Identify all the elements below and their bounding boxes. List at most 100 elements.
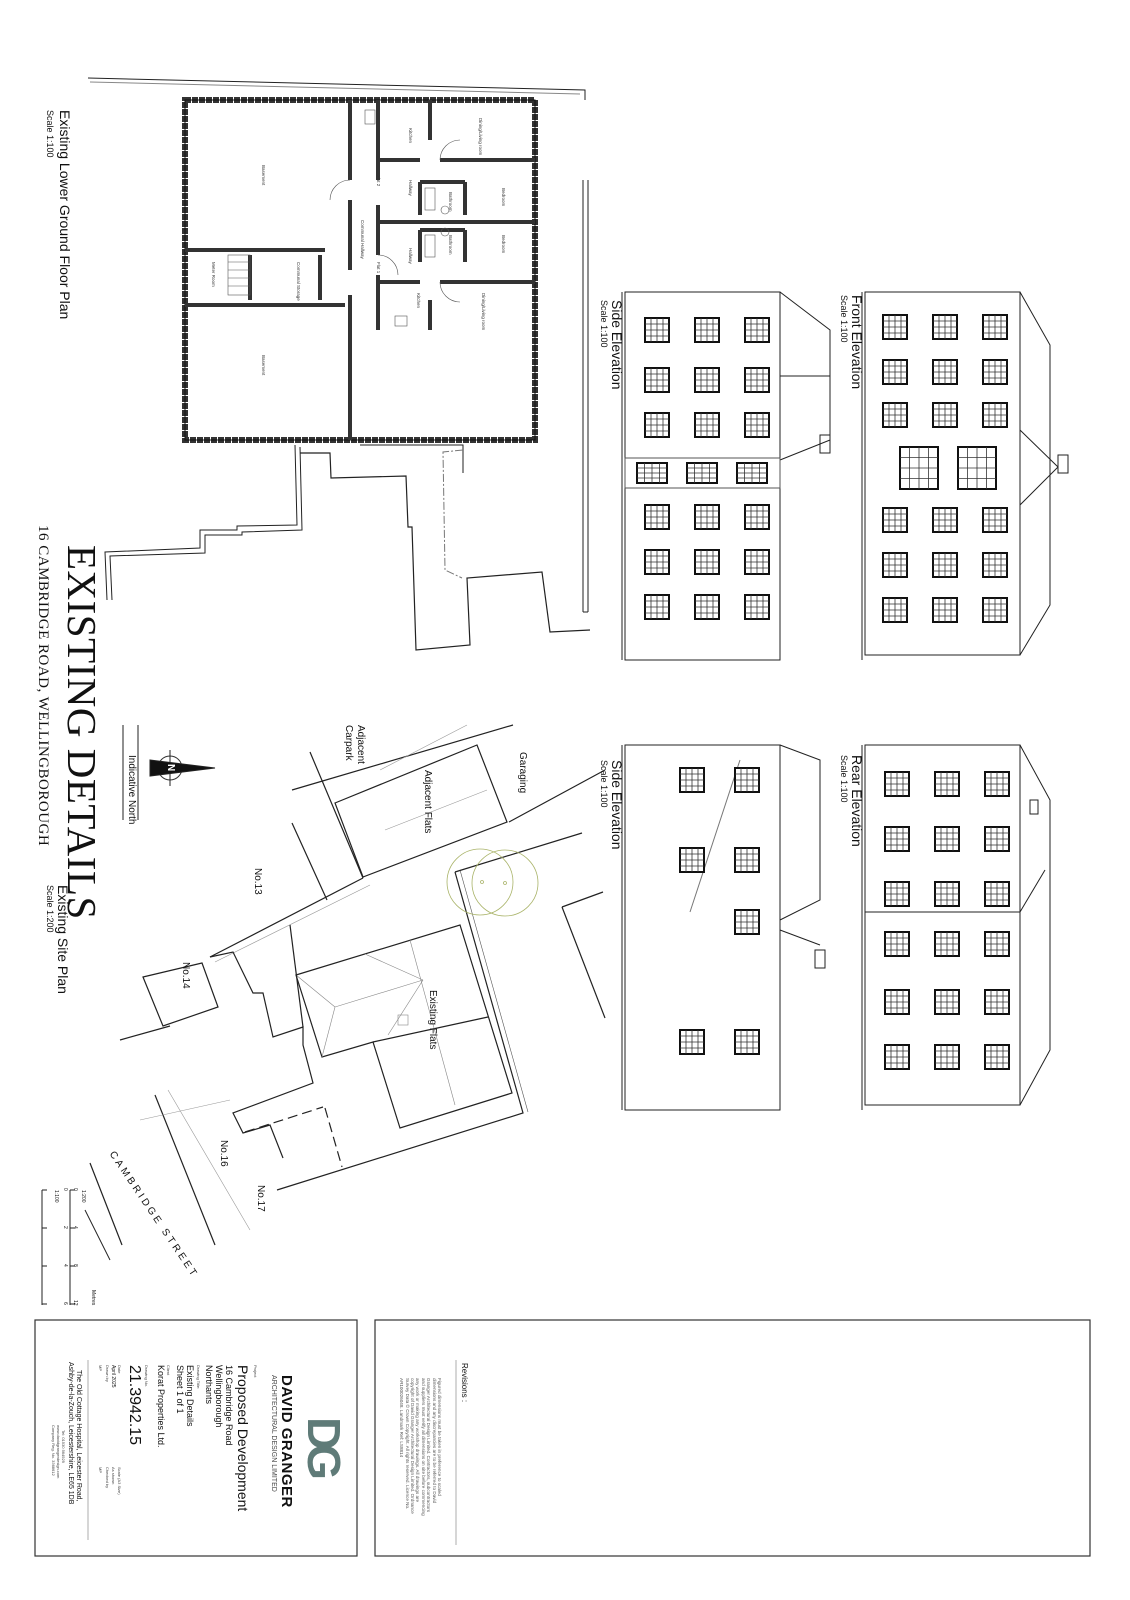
client-label: Client: [166, 1365, 171, 1376]
label-adjacent-flats: Adjacent Flats: [422, 770, 433, 834]
window-icon: [984, 826, 1010, 852]
front-elevation: [861, 291, 1069, 660]
company-reg: Company Reg. No. 3368612: [51, 1425, 56, 1476]
window-icon: [899, 446, 939, 490]
window-icon: [744, 504, 770, 530]
window-icon: [694, 367, 720, 393]
main-title: EXISTING DETAILS: [59, 545, 105, 920]
window-icon: [882, 402, 908, 428]
client-name: Korat Properties Ltd.: [156, 1365, 166, 1448]
room-label: Bedroom: [501, 235, 506, 254]
label-adjacent-carpark-2: Carpark: [343, 725, 354, 761]
drawing-no-label: Drawing No.: [144, 1365, 149, 1388]
label-cambridge-street: CAMBRIDGE STREET: [106, 1149, 201, 1281]
window-icon: [934, 1044, 960, 1070]
window-icon: [932, 359, 958, 385]
date-label: Date: [117, 1365, 122, 1374]
room-label: Meter Room: [211, 262, 216, 287]
label-no16: No.16: [218, 1140, 229, 1167]
room-label: Kitchen: [416, 293, 421, 309]
window-icon: [744, 412, 770, 438]
window-icon: [734, 767, 760, 793]
window-icon: [686, 462, 718, 484]
label-no13: No.13: [252, 868, 263, 895]
company-logo: DG: [298, 1417, 350, 1474]
scale-tick: 4: [62, 1264, 68, 1267]
window-icon: [934, 931, 960, 957]
window-icon: [884, 931, 910, 957]
window-icon: [644, 594, 670, 620]
window-icon: [744, 317, 770, 343]
window-icon: [982, 402, 1008, 428]
scale-tick: 2: [62, 1226, 68, 1229]
room-label: Bathroom: [448, 235, 453, 255]
label-existing-flats: Existing Flats: [427, 990, 438, 1050]
window-icon: [882, 314, 908, 340]
window-icon: [934, 881, 960, 907]
window-icon: [932, 597, 958, 623]
window-icon: [734, 847, 760, 873]
scale-unit: Metres: [90, 1290, 96, 1306]
room-label: Hallway: [408, 180, 413, 196]
revisions-heading: Revisions :: [460, 1363, 469, 1403]
drawing-title-label: Drawing Title:: [196, 1365, 201, 1390]
window-icon: [982, 552, 1008, 578]
drawn-by-label: Drawn by: [105, 1365, 110, 1382]
window-icon: [644, 412, 670, 438]
front-elevation-scale: Scale 1:100: [839, 295, 849, 343]
side-elevation-2-title: Side Elevation: [609, 760, 625, 850]
window-icon: [882, 507, 908, 533]
window-icon: [984, 931, 1010, 957]
window-icon: [744, 367, 770, 393]
window-icon: [694, 317, 720, 343]
window-icon: [734, 909, 760, 935]
sheet-number: Sheet 1 of 1: [175, 1365, 185, 1414]
side-elevation-1: [621, 291, 831, 661]
room-label: Communal Hallway: [360, 220, 365, 259]
project-address-3: Northants: [204, 1365, 214, 1405]
side-elevation-1-title: Side Elevation: [609, 300, 625, 390]
window-icon: [882, 552, 908, 578]
window-icon: [934, 771, 960, 797]
date-value: April 2025: [110, 1365, 116, 1388]
scale-label: Scale (A3 Size): [117, 1467, 122, 1495]
scale-ratio-b: 1:200: [80, 1190, 86, 1203]
room-label: Basement: [261, 355, 266, 376]
scale-ratio-a: 1:100: [53, 1190, 59, 1203]
label-no14: No.14: [180, 962, 191, 989]
floor-plan-scale: Scale 1:100: [45, 110, 55, 158]
checked-by-label: Checked by: [105, 1467, 110, 1489]
window-icon: [736, 462, 768, 484]
window-icon: [884, 826, 910, 852]
window-icon: [884, 881, 910, 907]
project-label: Project: [253, 1365, 258, 1378]
room-label: Kitchen: [408, 128, 413, 144]
project-address-2: Wellingborough: [214, 1365, 224, 1428]
window-icon: [932, 314, 958, 340]
window-icon: [984, 1044, 1010, 1070]
scale-tick: 0: [72, 1188, 78, 1191]
window-icon: [636, 462, 668, 484]
room-label: Hallway: [408, 248, 413, 264]
north-arrow-icon: [122, 725, 216, 820]
rear-elevation: [861, 744, 1051, 1110]
drawing-title: Existing Details: [185, 1365, 195, 1427]
front-elevation-title: Front Elevation: [849, 295, 865, 390]
project-address-1: 16 Cambridge Road: [224, 1365, 234, 1446]
address-subtitle: 16 CAMBRIDGE ROAD, WELLINGBOROUGH: [35, 525, 51, 847]
label-no17: No.17: [255, 1185, 266, 1212]
side-elevation-1-scale: Scale 1:100: [599, 300, 609, 348]
scale-value: As shown: [111, 1467, 116, 1485]
window-icon: [984, 989, 1010, 1015]
window-icon: [982, 507, 1008, 533]
scale-tick: 12: [72, 1300, 78, 1306]
window-icon: [744, 549, 770, 575]
checked-by-value: MP: [98, 1467, 103, 1473]
window-icon: [982, 359, 1008, 385]
drawn-by-value: MP: [98, 1365, 103, 1371]
room-label: Dining/Living room: [481, 293, 486, 331]
scale-tick: 6: [62, 1302, 68, 1305]
window-icon: [882, 597, 908, 623]
floor-plan-title: Existing Lower Ground Floor Plan: [57, 110, 73, 320]
site-boundary: [87, 77, 591, 651]
